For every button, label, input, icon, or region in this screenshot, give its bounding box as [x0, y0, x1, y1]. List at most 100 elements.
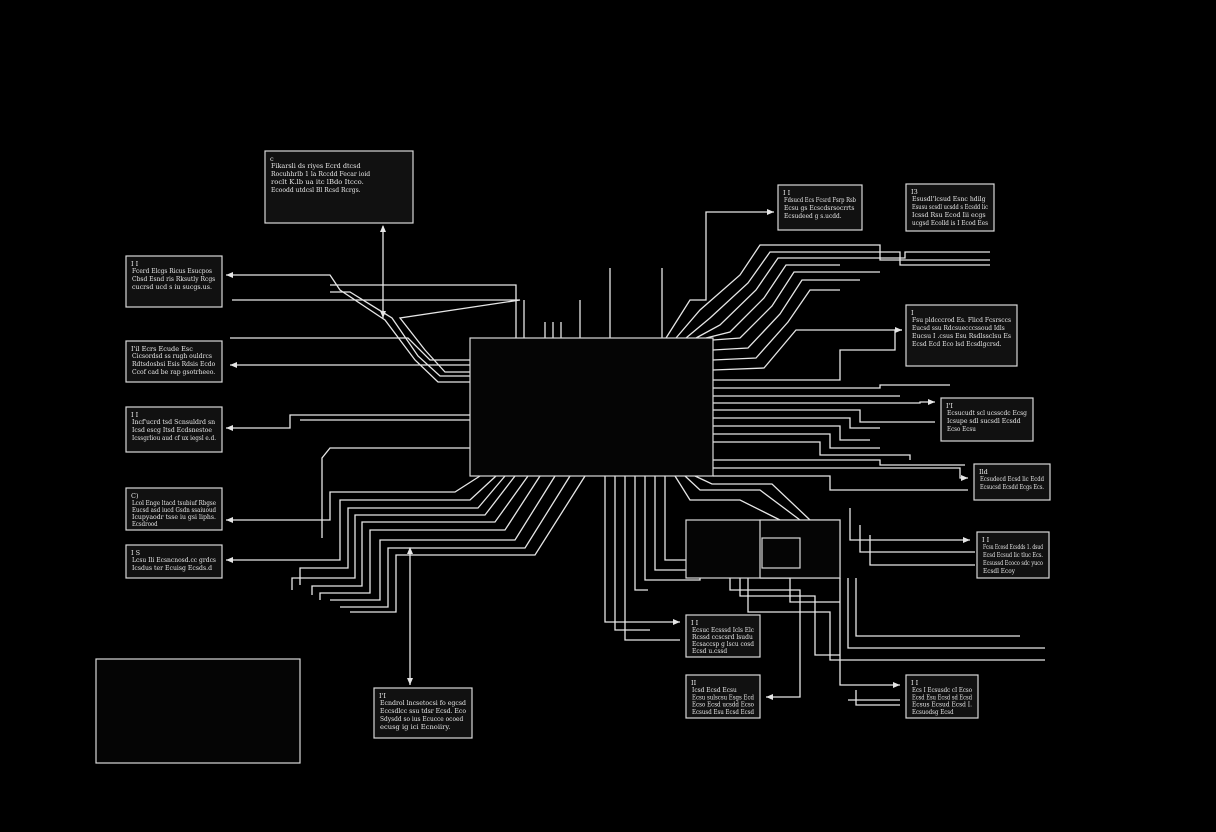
- wire: [713, 384, 950, 389]
- wire: [299, 475, 506, 585]
- connector-arrow: [713, 399, 935, 405]
- connector-arrow: [226, 475, 481, 523]
- box-text-line: Ecsd Ecsud lic tluc Ecs.: [983, 552, 1043, 559]
- wire: [712, 271, 880, 341]
- box-text-line: Ecsd Ecd Eco lsd Ecsdlgcrsd.: [912, 341, 1002, 348]
- wire: [859, 525, 975, 553]
- box-text-line: Ecsucsd Ecsdd Ecgs Ecs.: [980, 484, 1044, 491]
- box-tag: I I: [131, 260, 139, 268]
- connector-arrow: [665, 209, 774, 339]
- box-text-line: Ecso Ecsu: [947, 426, 976, 433]
- box-text-line: Icsd escg Itsd Ecdsnestoe: [132, 427, 212, 434]
- box-text-line: cucrsd ucd s iu sucgs.us.: [132, 284, 212, 291]
- connector-arrow: [713, 327, 902, 381]
- box-text-line: Icupyaodr tsse iu gsi liphs.: [132, 514, 216, 521]
- box-text-line: Ecsu gs Ecscdsrsocrrts: [784, 205, 854, 212]
- wire: [713, 433, 880, 449]
- box-text-line: Rcssd ccscsrd lsudu: [692, 634, 753, 641]
- box-text-line: Ecsusd Esu Ecsd Ecsd: [692, 709, 754, 716]
- box-text-line: Cbsd Esnd ris Rksutly Rcgs: [132, 276, 215, 283]
- box-tag: C): [131, 492, 139, 500]
- box-text-line: Fsu pldcccrod Es. Flicd Fcsrsccs: [912, 317, 1011, 324]
- box-text-line: Esusu scsdl ucsdd s Ecsdd lic: [912, 204, 989, 211]
- wire: [713, 425, 870, 441]
- wire: [675, 244, 990, 339]
- box-tag: I I: [691, 619, 699, 627]
- connector-arrow: [226, 272, 470, 383]
- box-text-line: Eccsdlcc ssu tdsr Ecsd. Eco: [380, 708, 466, 715]
- box-text-line: Lcol Enge ltacd tsubiuf Rbgse: [132, 500, 216, 507]
- wire: [713, 409, 935, 423]
- wire: [712, 329, 902, 371]
- box-text-line: Fcerd Elcgs Ricus Esucpos: [132, 268, 212, 275]
- box-text-line: Fikarsli ds riyes Ecrd dtcsd: [271, 163, 361, 170]
- wire: [230, 337, 470, 361]
- central-processor-block: [469, 337, 714, 477]
- box-text-line: Cicsordsd ss rugh ouldrcs: [132, 353, 212, 360]
- wire: [713, 475, 968, 491]
- box-text-line: Ecsdrood: [132, 521, 158, 528]
- box-frame: [685, 674, 761, 719]
- box-text-line: Incf'ucrd tsd Scnsuldrd sn: [132, 419, 215, 426]
- wire: [747, 578, 1045, 661]
- box-text-line: Ecsus Ecsud Ecsd I.: [912, 702, 972, 709]
- box-text-line: Ecsdl Ecoy: [983, 568, 1016, 575]
- box-text-line: Ecsu sulscsu Esgs Ecd: [692, 694, 754, 701]
- box-text-line: Ecsucudt scl ucsscdc Ecsg: [947, 410, 1027, 417]
- box-tag: I I: [783, 189, 791, 197]
- box-tag: I I: [911, 679, 919, 687]
- box-text-line: Icsdus ter Ecuisg Ecsds.d: [132, 565, 212, 572]
- wire: [311, 475, 529, 595]
- wire: [291, 475, 516, 590]
- wire: [330, 475, 556, 601]
- box-frame: [940, 397, 1034, 442]
- box-text-line: Ecs I Ecsusdc cI Ecso: [912, 687, 972, 694]
- wire: [624, 476, 680, 641]
- box-text-line: Ecsuc Ecsssd Icls Elc: [692, 627, 755, 634]
- box-text-line: Icsupe sdl sucsdl Ecsdd: [947, 418, 1021, 425]
- box-frame: [905, 183, 995, 232]
- connector-arrow: [226, 475, 497, 563]
- box-text-line: Sdysdd so ius Ecucce ocoed: [380, 716, 463, 723]
- box-tag: c: [270, 155, 274, 163]
- wire: [330, 284, 517, 338]
- box-tag: I'I: [379, 692, 386, 700]
- box-frame: [973, 463, 1051, 501]
- box-text-line: Icssgrliou aud cf ux iegsl e.d.: [132, 435, 216, 442]
- wire: [350, 475, 586, 613]
- wire: [713, 417, 880, 429]
- wire: [664, 476, 690, 561]
- box-text-line: Ecsaccsp g lscu cosd: [692, 641, 754, 648]
- wire: [855, 690, 900, 706]
- connector-arrow: [604, 476, 680, 625]
- empty-panel: [95, 658, 301, 764]
- wire: [340, 475, 571, 608]
- box-text-line: Ecsd Esu Ecsd sd Ecsd: [912, 694, 972, 701]
- box-text-line: Icsd Ecsd Ecsu: [692, 687, 737, 694]
- box-tag: I I: [982, 536, 990, 544]
- wire: [705, 264, 840, 339]
- wire: [739, 578, 840, 656]
- wire: [869, 535, 975, 566]
- wire: [321, 447, 470, 538]
- box-tag: II: [691, 679, 697, 687]
- box-text-line: Lcsu Ili Ecsncnosd.cc grdcs: [132, 557, 216, 564]
- box-tag: I S: [131, 549, 140, 557]
- box-text-line: ecusg ig ici Ecnoiiry.: [380, 724, 450, 731]
- box-frame: [125, 406, 223, 453]
- box-text-line: Ecndrol lncsetocsi fo egcsd: [380, 700, 466, 707]
- wire: [694, 475, 811, 521]
